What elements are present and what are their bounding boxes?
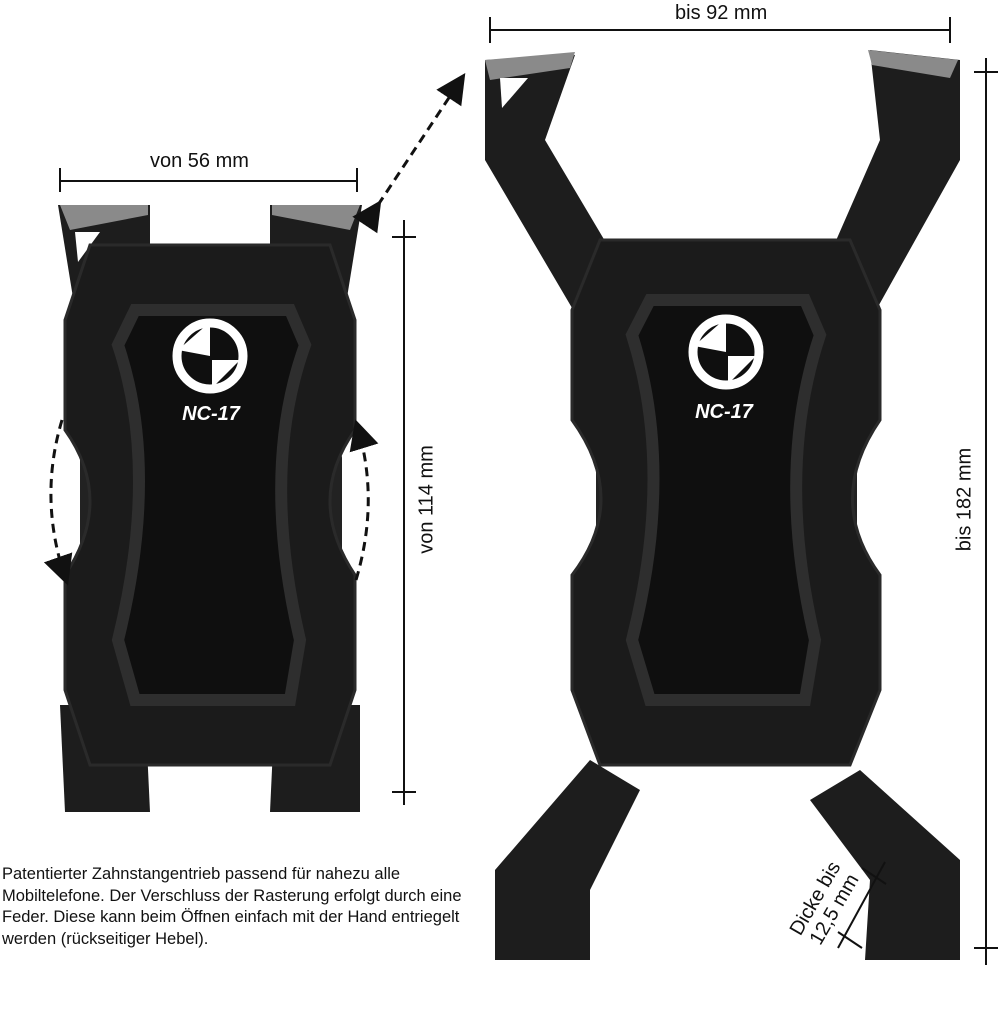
closed-height-label: von 114 mm — [415, 445, 438, 554]
brand-logo-right — [688, 314, 764, 390]
open-holder: NC-17 — [485, 50, 960, 960]
closed-width-label: von 56 mm — [150, 150, 249, 172]
expand-arrow — [352, 72, 466, 234]
open-width-label: bis 92 mm — [675, 2, 768, 24]
rotate-arrow-right — [349, 419, 379, 581]
rotate-arrow-left — [43, 419, 73, 586]
logo-text-right: NC-17 — [695, 401, 754, 423]
brand-logo-left — [172, 318, 248, 394]
closed-holder: NC-17 — [43, 205, 379, 812]
open-height-label: bis 182 mm — [953, 447, 976, 552]
description-text: Patentierter Zahnstangentrieb passend fü… — [2, 865, 462, 948]
triangle-marker-icon — [75, 232, 100, 262]
logo-text-left: NC-17 — [182, 403, 241, 425]
corner-rim-icon — [60, 205, 148, 230]
